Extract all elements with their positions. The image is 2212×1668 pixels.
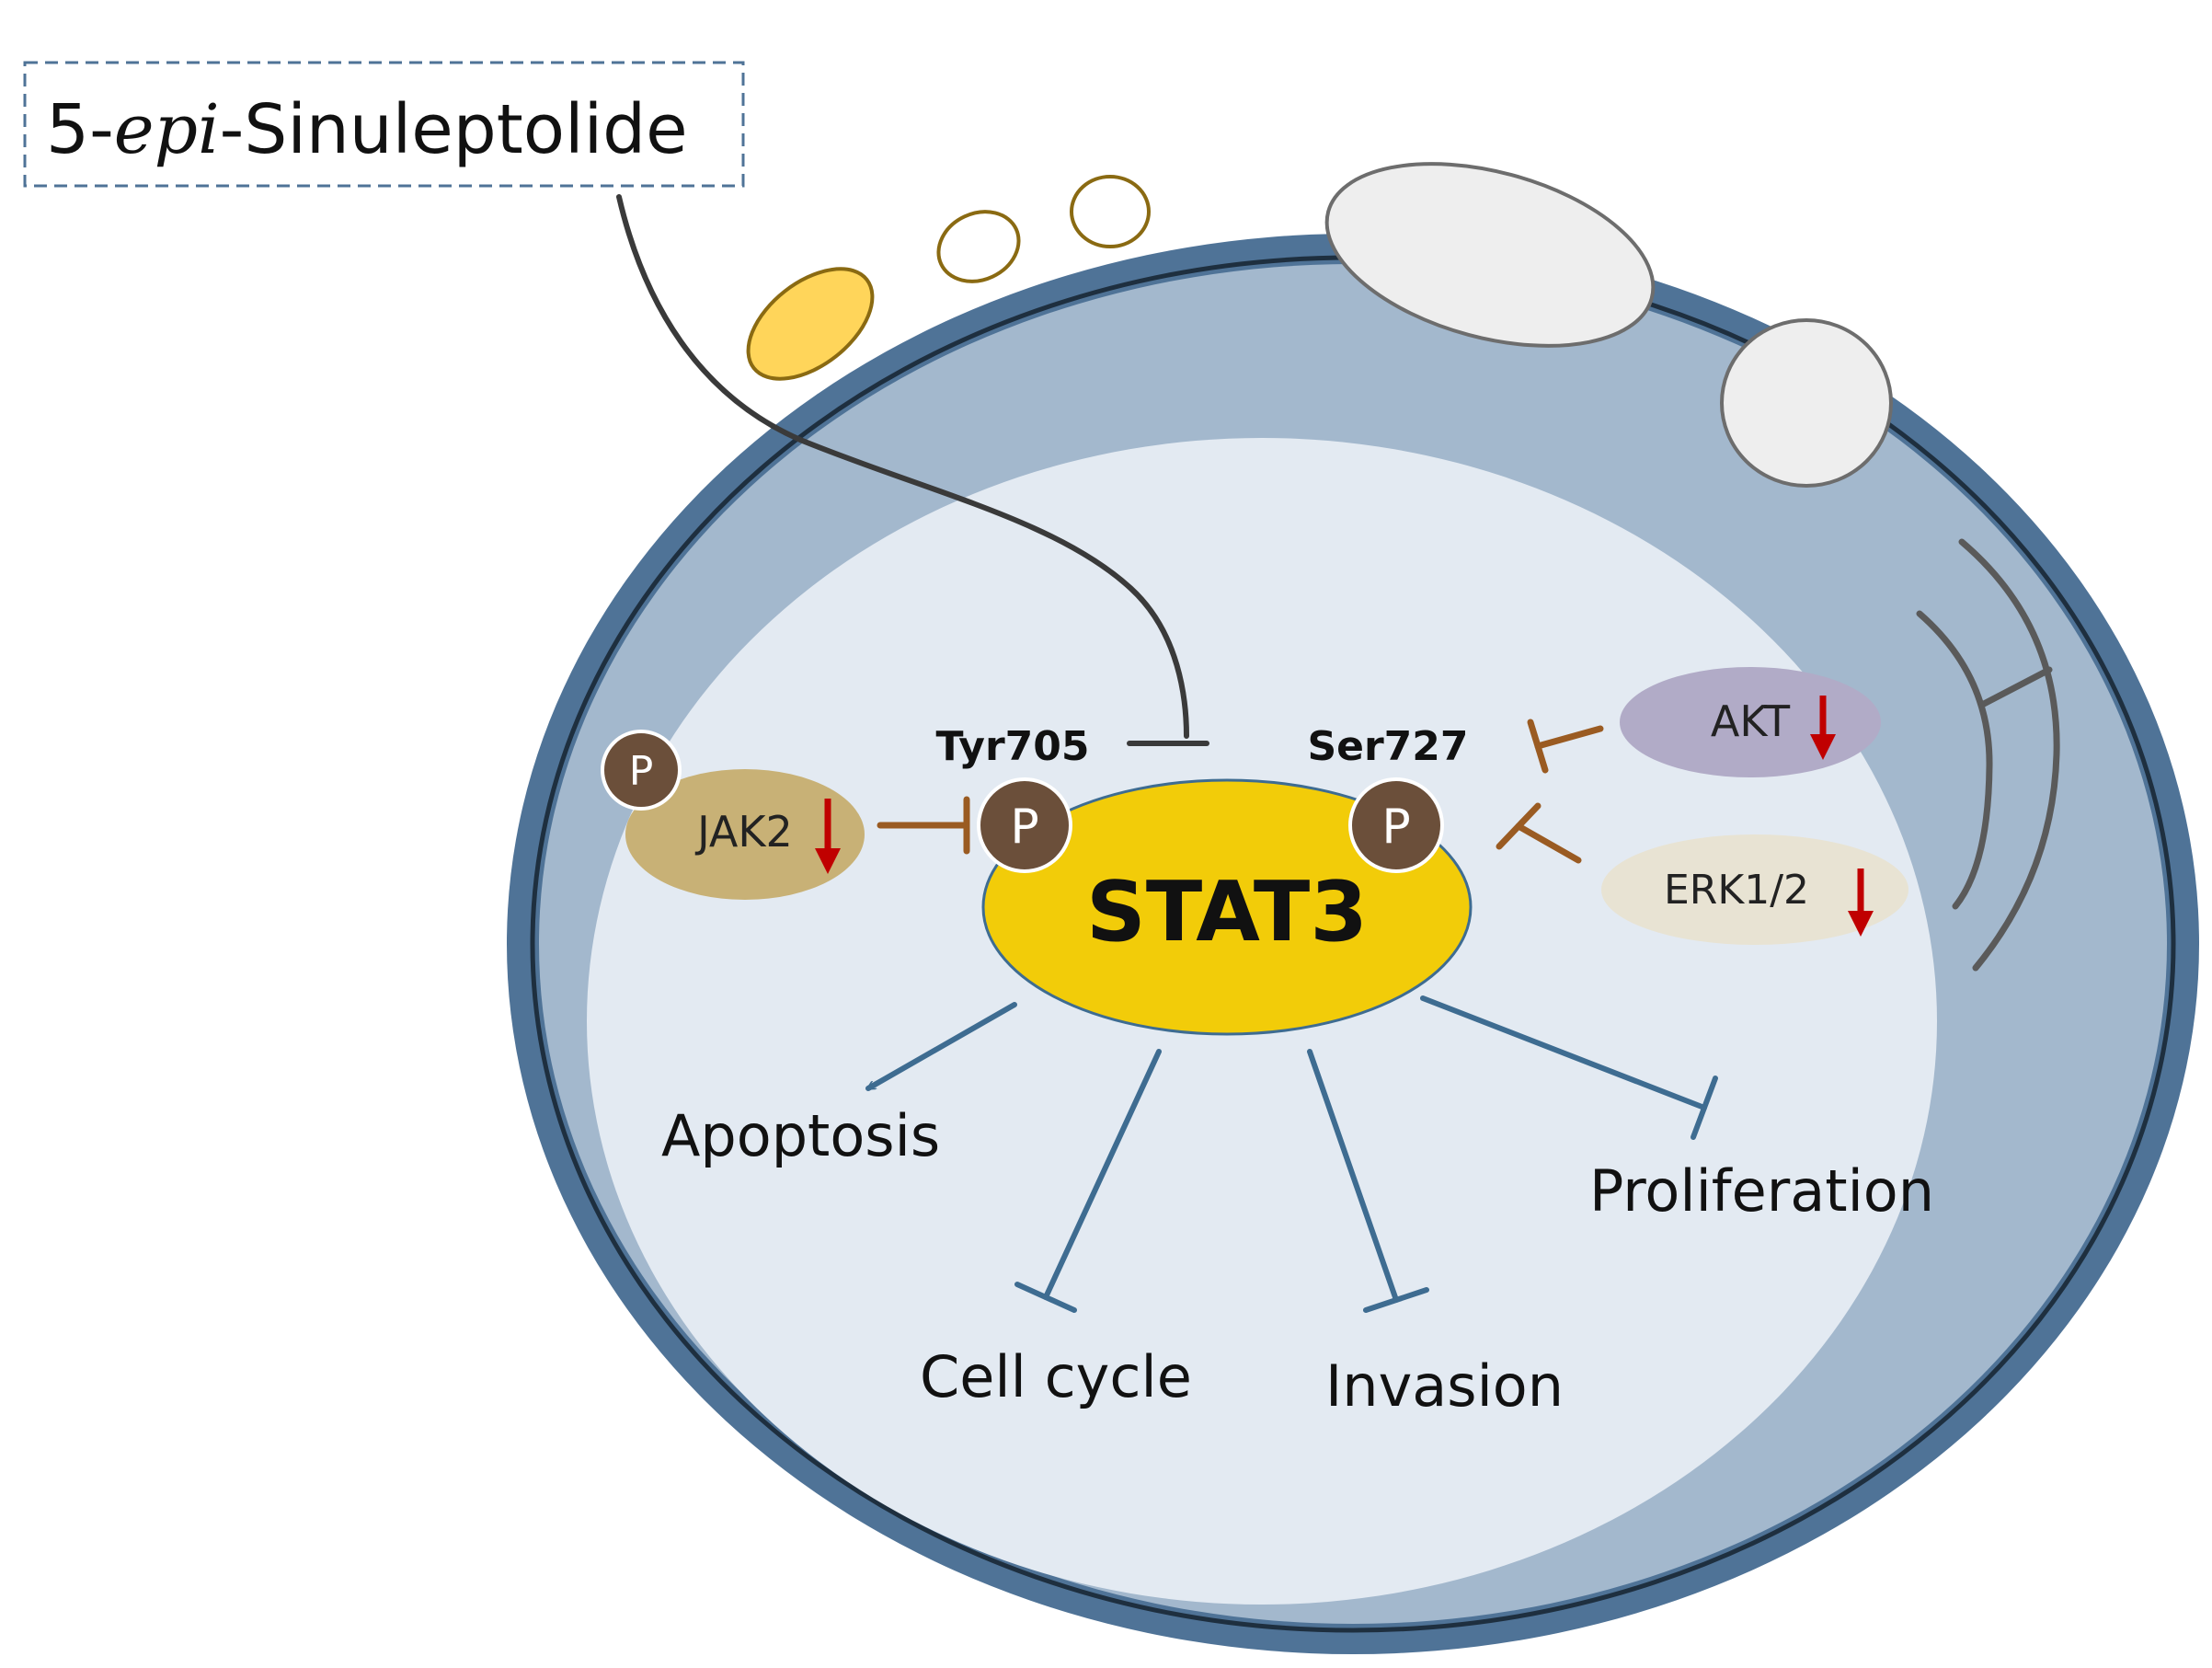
organelles [746, 162, 2060, 972]
drug-label: 5-epi-Sinuleptolide [46, 90, 688, 169]
ser727-label: Ser727 [1307, 723, 1468, 770]
proliferation-label: Proliferation [1589, 1157, 1934, 1225]
kinase-inhibitions [877, 719, 1604, 864]
apoptosis-arrow [868, 1002, 1017, 1091]
phospho-ser727-label: P [1381, 799, 1410, 855]
cell-cycle-label: Cell cycle [920, 1343, 1192, 1410]
proliferation-inhibition [1420, 995, 1718, 1140]
akt-inhibition [1527, 719, 1604, 774]
jak2-phospho-label: P [629, 748, 654, 795]
akt-label: AKT [1711, 696, 1791, 746]
drug-box [23, 61, 745, 188]
jak2-down-arrow-icon [815, 799, 841, 874]
erk-inhibition [1496, 802, 1582, 864]
erk-down-arrow-icon [1848, 869, 1874, 937]
jak2-inhibition [877, 796, 970, 855]
apoptosis-label: Apoptosis [661, 1102, 940, 1169]
yellow-vesicle [746, 267, 875, 381]
drug-inhibition-curve [616, 194, 1189, 739]
jak2-node: JAK2 P [601, 730, 865, 900]
large-vacuole [1324, 162, 1656, 348]
invasion-label: Invasion [1325, 1352, 1564, 1420]
drug-suffix: -Sinuleptolide [220, 90, 688, 169]
stat3-label: STAT3 [1086, 864, 1368, 961]
akt-node: AKT [1620, 667, 1881, 777]
stat3-node [981, 778, 1473, 1036]
invasion-inhibition [1307, 1049, 1429, 1313]
drug-label-box: 5-epi-Sinuleptolide [23, 61, 745, 188]
erk-node: ERK1/2 [1601, 834, 1908, 945]
outcome-edges [868, 995, 1718, 1313]
round-vacuole [1720, 318, 1893, 488]
cell-cycle-inhibition [1014, 1049, 1162, 1313]
erk-label: ERK1/2 [1664, 867, 1809, 914]
golgi-lines [1916, 538, 2060, 972]
phospho-tyr705-label: P [1010, 799, 1038, 855]
vesicle-round [1070, 175, 1151, 248]
vesicle-small [936, 210, 1021, 283]
drug-inhibition [616, 194, 1209, 746]
jak2-label: JAK2 [694, 807, 793, 857]
jak2-phospho [601, 730, 682, 811]
phospho-ser727: P [1348, 777, 1444, 873]
tyr705-label: Tyr705 [935, 723, 1089, 770]
drug-prefix: 5- [46, 90, 114, 169]
phospho-tyr705: P [977, 777, 1072, 873]
drug-prefix-italic: epi [114, 90, 220, 169]
akt-down-arrow-icon [1810, 696, 1836, 760]
